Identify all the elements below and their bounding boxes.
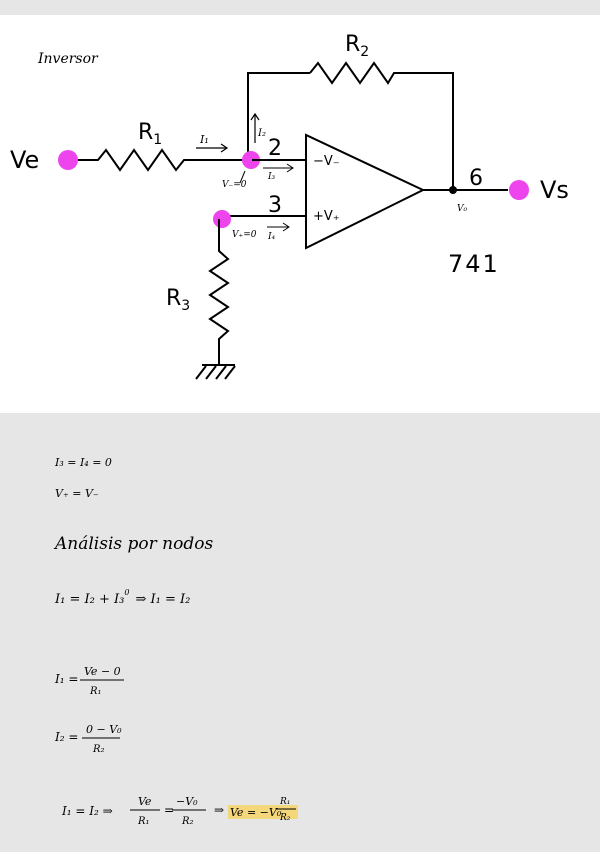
equation-final-lhs: I₁ = I₂ ⇒ [61,804,113,818]
i2-arrowhead [250,112,260,121]
equation-i1-numerator: Ve − 0 [84,665,121,678]
inverting-node-terminal[interactable] [242,151,260,169]
i3-label: I₃ [267,172,276,182]
r2-resistor [309,61,454,190]
v-minus-label: V₋=0 [222,180,247,190]
output-node-label: V₀ [457,204,467,214]
equation-i2-denominator: R₂ [92,744,105,755]
equation-final-f1-num: Ve [138,795,152,808]
pin-6-label: 6 [469,166,483,191]
equation-final-arrow: ⇒ [214,803,224,817]
pin-2-label: 2 [268,136,282,161]
notes-panel: I₃ = I₄ = 0 V₊ = V₋ Análisis por nodos I… [0,413,600,848]
r1-label: R1 [138,120,162,148]
output-terminal[interactable] [509,180,529,200]
note-voltages-equal: V₊ = V₋ [55,487,99,500]
equation-final-result: Ve = −V₀ [230,806,282,819]
equation-i2-lhs: I₂ = [54,730,78,744]
equation-final-f3-den: R₂ [279,813,291,823]
v-plus-label: V₊=0 [232,230,257,240]
note-heading: Análisis por nodos [53,534,213,554]
equation-final-equals: = [164,803,174,817]
equation-final-f2-num: −V₀ [176,795,198,808]
equation-final-f2-den: R₂ [181,816,194,827]
r1-resistor [78,148,252,172]
input-terminal[interactable] [58,150,78,170]
opamp-plus-label: +V₊ [313,209,340,224]
handwritten-notes: I₃ = I₄ = 0 V₊ = V₋ Análisis por nodos I… [53,456,298,827]
i3-arrowhead [286,163,294,173]
r3-label: R3 [166,286,190,314]
top-strip [0,0,600,15]
noninverting-node-terminal[interactable] [213,210,231,228]
equation-kcl: I₁ = I₂ + I₃0⇒ I₁ = I₂ [54,588,190,607]
feedback-wire-left [247,72,310,160]
equation-i2-numerator: 0 − V₀ [86,723,122,736]
equation-i1-denominator: R₁ [89,686,102,697]
equation-i1-lhs: I₁ = [54,672,78,686]
output-label: Vs [540,176,569,204]
inverting-amplifier-schematic: Inversor Ve R1 I₁ R2 I₂ 2 [10,32,569,380]
equation-final-f3-num: R₁ [279,797,290,807]
i2-label: I₂ [257,128,266,139]
opamp-model-label: 741 [448,250,500,278]
i1-arrowhead [220,143,229,153]
circuit-panel: Inversor Ve R1 I₁ R2 I₂ 2 [0,15,600,413]
ground-symbol [195,364,236,380]
output-junction [449,186,457,194]
opamp-minus-label: −V₋ [313,154,340,169]
i4-label: I₄ [267,232,276,242]
input-label: Ve [10,146,39,174]
v-minus-pointer [239,170,246,184]
note-currents-zero: I₃ = I₄ = 0 [54,456,112,469]
opamp-symbol [305,133,426,250]
r3-resistor [208,219,230,365]
equation-final-f1-den: R₁ [137,816,150,827]
i1-label: I₁ [199,133,209,146]
r2-label: R2 [345,32,369,60]
circuit-title: Inversor [37,51,99,67]
pin-3-label: 3 [268,193,282,218]
i4-arrowhead [282,222,290,232]
